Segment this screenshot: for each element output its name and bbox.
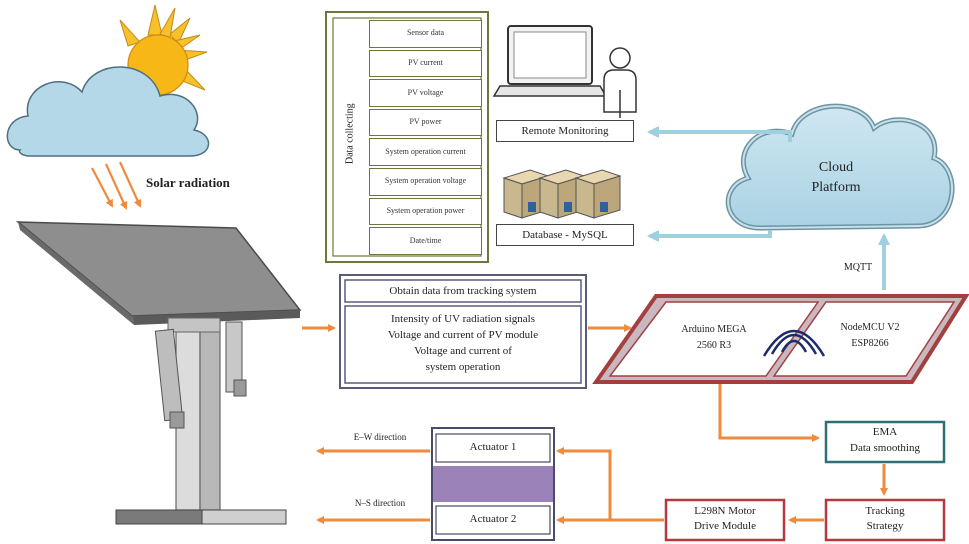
remote-monitoring-box bbox=[496, 120, 634, 142]
data-collecting-inner bbox=[332, 17, 482, 257]
nodemcu-label-2: ESP8266 bbox=[851, 338, 889, 349]
nodemcu-label-1: NodeMCU V2 bbox=[840, 322, 900, 333]
tracking-box bbox=[824, 498, 946, 542]
ns-direction-label: N–S direction bbox=[354, 498, 406, 508]
database-server-icon bbox=[502, 169, 622, 219]
tracking-strategy-label-2: Strategy bbox=[866, 520, 904, 532]
cloud-icon bbox=[6, 66, 210, 157]
ew-direction-label: E–W direction bbox=[353, 432, 407, 442]
data-item: Sensor data bbox=[369, 20, 482, 48]
data-item: PV current bbox=[369, 49, 482, 78]
obtain-data-title: Obtain data from tracking system bbox=[389, 285, 537, 297]
data-item: System operation power bbox=[369, 197, 482, 226]
data-item: PV voltage bbox=[369, 79, 482, 107]
ema-box bbox=[824, 420, 946, 464]
data-item: PV power bbox=[369, 108, 482, 137]
actuator-1-label: Actuator 1 bbox=[469, 441, 517, 453]
arduino-label-2: 2560 R3 bbox=[696, 340, 732, 351]
actuator-2-box bbox=[435, 505, 551, 535]
obtain-data-line-2: Voltage and current of PV module bbox=[387, 329, 539, 341]
ema-label-2: Data smoothing bbox=[850, 442, 920, 454]
obtain-data-title-box bbox=[344, 279, 582, 303]
solar-radiation-label: Solar radiation bbox=[146, 175, 230, 190]
obtain-data-line-3: Voltage and current of bbox=[414, 345, 512, 357]
cloud-platform-shape bbox=[725, 103, 955, 231]
solar-panel-tracker bbox=[15, 221, 302, 525]
remote-monitoring-label: Remote Monitoring bbox=[521, 125, 609, 137]
database-label: Database - MySQL bbox=[522, 229, 608, 241]
mqtt-label: MQTT bbox=[843, 262, 873, 273]
tracking-strategy-label-1: Tracking bbox=[865, 505, 905, 517]
cloud-platform-label-1: Cloud bbox=[818, 160, 854, 175]
ema-label-1: EMA bbox=[872, 426, 898, 438]
database-box bbox=[496, 224, 634, 246]
actuator-2-label: Actuator 2 bbox=[469, 513, 517, 525]
obtain-data-line-1: Intensity of UV radiation signals bbox=[391, 313, 535, 325]
obtain-data-line-4: system operation bbox=[425, 361, 501, 373]
actuator-purple-band bbox=[432, 466, 554, 502]
cloud-arrows bbox=[647, 126, 890, 290]
obtain-data-body-box bbox=[344, 305, 582, 384]
solar-ray-arrows bbox=[91, 161, 142, 210]
cloud-platform-label-2: Platform bbox=[811, 180, 861, 195]
actuator-1-box bbox=[435, 433, 551, 463]
flow-arrows bbox=[302, 324, 888, 524]
data-item: System operation current bbox=[369, 138, 482, 166]
wireless-signal-icon bbox=[762, 329, 826, 357]
data-collecting-label: Data collecting bbox=[344, 103, 356, 165]
microcontroller-board bbox=[592, 294, 969, 384]
l298n-label-2: Drive Module bbox=[693, 520, 756, 532]
laptop-icon bbox=[492, 25, 608, 97]
arduino-label-1: Arduino MEGA bbox=[681, 324, 747, 335]
l298n-label-1: L298N Motor bbox=[694, 505, 756, 517]
user-icon bbox=[603, 47, 637, 118]
actuator-column bbox=[431, 427, 555, 541]
l298n-box bbox=[664, 498, 786, 542]
data-item: Date/time bbox=[369, 227, 482, 255]
data-item: System operation voltage bbox=[369, 168, 482, 196]
